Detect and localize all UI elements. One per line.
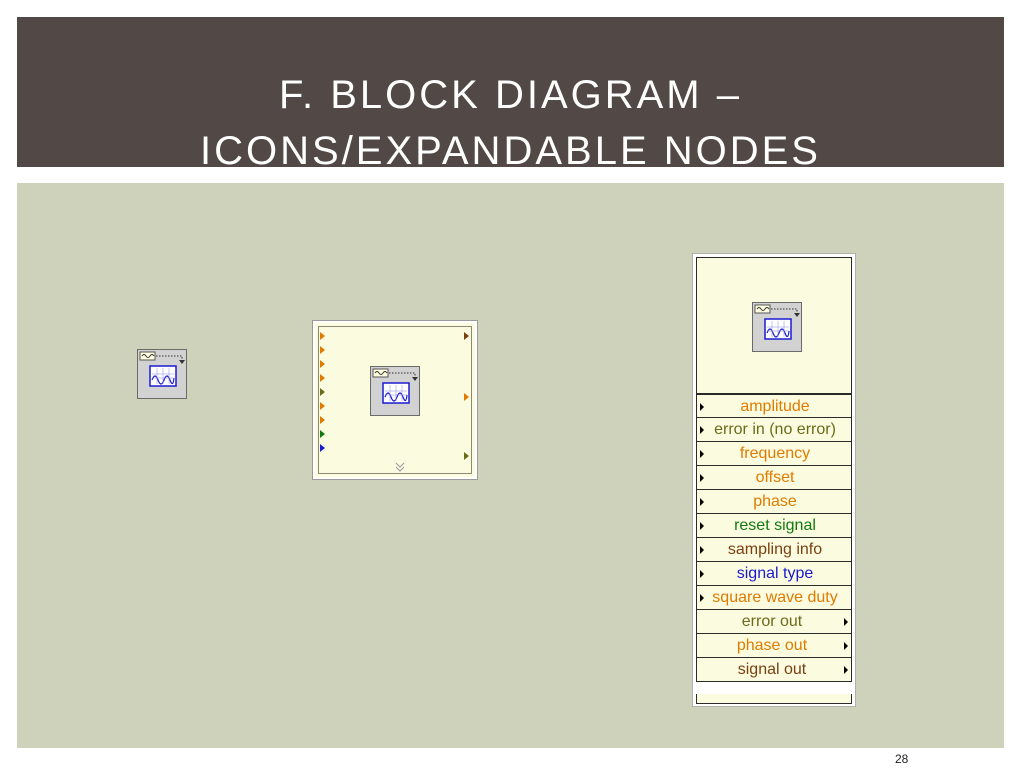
output-terminal[interactable] xyxy=(464,393,469,401)
output-arrow-icon xyxy=(844,642,848,650)
terminal-offset[interactable]: offset xyxy=(696,466,852,490)
terminal-square-wave-duty[interactable]: square wave duty xyxy=(696,586,852,610)
waveform-generator-icon xyxy=(752,302,802,352)
output-arrow-icon xyxy=(844,618,848,626)
input-arrow-icon xyxy=(700,403,704,411)
sub-vi-node-frame xyxy=(318,326,472,474)
terminal-list: amplitude error in (no error) frequency off… xyxy=(696,394,852,682)
terminal-label: signal type xyxy=(736,565,814,582)
terminal-label: reset signal xyxy=(734,517,816,534)
terminal-label: sampling info xyxy=(727,541,823,558)
terminal-label: amplitude xyxy=(740,398,810,415)
terminal-signal-out[interactable]: signal out xyxy=(696,658,852,682)
input-arrow-icon xyxy=(700,522,704,530)
terminal-error-out[interactable]: error out xyxy=(696,610,852,634)
terminal-label: signal out xyxy=(737,661,807,678)
waveform-generator-icon[interactable] xyxy=(137,349,187,399)
slide-title-line-1: F. BLOCK DIAGRAM – xyxy=(279,73,742,117)
terminal-label: phase out xyxy=(736,637,808,654)
output-arrow-icon xyxy=(844,666,848,674)
input-arrow-icon xyxy=(700,546,704,554)
slide-title-line-2: ICONS/EXPANDABLE NODES xyxy=(200,129,821,173)
terminal-label: error out xyxy=(741,613,803,630)
sub-vi-node-collapsed[interactable] xyxy=(312,320,478,480)
page-number: 28 xyxy=(895,752,909,766)
input-arrow-icon xyxy=(700,594,704,602)
terminal-signal-type[interactable]: signal type xyxy=(696,562,852,586)
input-arrow-icon xyxy=(700,474,704,482)
input-arrow-icon xyxy=(700,450,704,458)
terminal-sampling-info[interactable]: sampling info xyxy=(696,538,852,562)
terminal-label: error in (no error) xyxy=(714,421,836,438)
input-terminal[interactable] xyxy=(320,416,325,424)
slide-title: F. BLOCK DIAGRAM – ICONS/EXPANDABLE NODE… xyxy=(17,67,1004,179)
output-terminal[interactable] xyxy=(464,452,469,460)
waveform-generator-icon xyxy=(370,366,420,416)
terminal-reset-signal[interactable]: reset signal xyxy=(696,514,852,538)
input-terminal[interactable] xyxy=(320,346,325,354)
terminal-phase-out[interactable]: phase out xyxy=(696,634,852,658)
terminal-phase[interactable]: phase xyxy=(696,490,852,514)
input-arrow-icon xyxy=(700,426,704,434)
terminal-label: frequency xyxy=(739,445,811,462)
input-terminal[interactable] xyxy=(320,332,325,340)
terminal-label: offset xyxy=(755,469,795,486)
sub-vi-node-expanded[interactable]: amplitude error in (no error) frequency off… xyxy=(692,253,856,707)
terminal-label: phase xyxy=(753,493,797,510)
expanded-node-header xyxy=(696,257,852,394)
input-terminal[interactable] xyxy=(320,360,325,368)
chevron-double-down-icon[interactable] xyxy=(394,461,406,475)
input-terminal[interactable] xyxy=(320,374,325,382)
input-terminal[interactable] xyxy=(320,444,325,452)
terminal-error-in-no-error[interactable]: error in (no error) xyxy=(696,418,852,442)
input-arrow-icon xyxy=(700,498,704,506)
terminal-frequency[interactable]: frequency xyxy=(696,442,852,466)
title-bar: F. BLOCK DIAGRAM – ICONS/EXPANDABLE NODE… xyxy=(17,17,1004,173)
terminal-amplitude[interactable]: amplitude xyxy=(696,394,852,418)
output-terminal[interactable] xyxy=(464,332,469,340)
input-arrow-icon xyxy=(700,570,704,578)
input-terminal[interactable] xyxy=(320,388,325,396)
input-terminal[interactable] xyxy=(320,430,325,438)
input-terminal[interactable] xyxy=(320,402,325,410)
terminal-label: square wave duty xyxy=(712,589,838,606)
expanded-node-footer[interactable] xyxy=(696,694,852,704)
